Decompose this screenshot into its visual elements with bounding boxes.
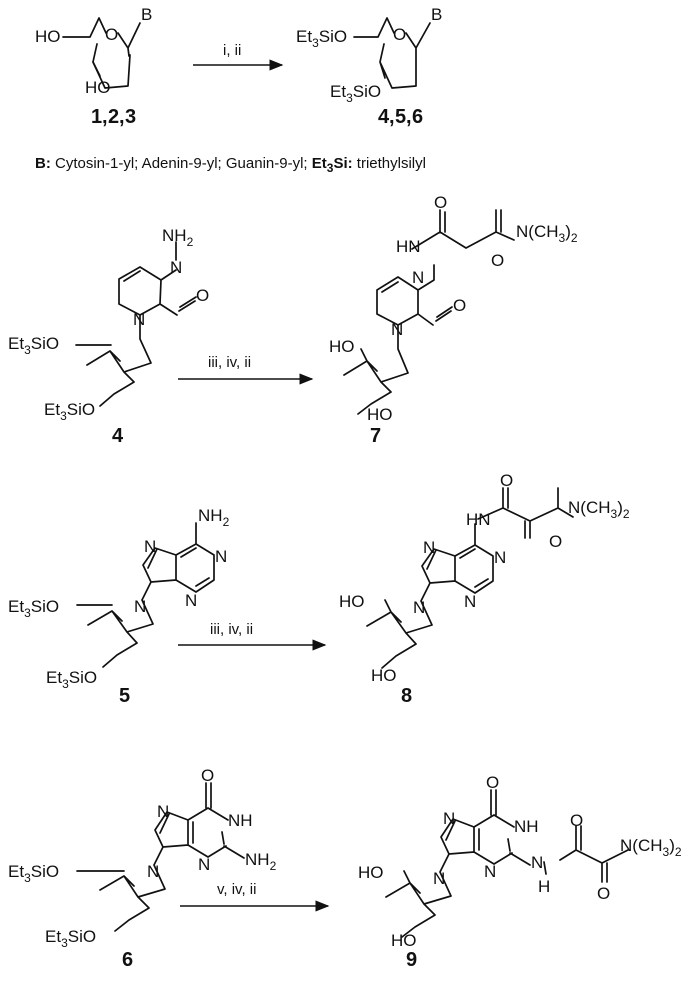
svg-text:N: N	[198, 855, 210, 874]
compound-number-8: 8	[401, 685, 412, 707]
svg-text:NH2: NH2	[245, 850, 277, 873]
svg-text:O: O	[491, 251, 504, 270]
tes-ether-3-label: Et3SiO	[46, 668, 97, 691]
compound-number-5: 5	[119, 685, 130, 707]
svg-text:,: ,	[102, 106, 108, 128]
starting-material-5: NH2 N N N N Et3SiO Et3SiO 5	[8, 506, 230, 707]
svg-text:O: O	[570, 811, 583, 830]
svg-text:NH: NH	[514, 817, 539, 836]
svg-text:NH2: NH2	[162, 226, 194, 249]
svg-text:N: N	[494, 548, 506, 567]
svg-text:N: N	[484, 862, 496, 881]
svg-text:HN: HN	[466, 510, 491, 529]
svg-text:O: O	[597, 884, 610, 903]
dimethylamino-label: N(CH3)2	[568, 498, 630, 521]
tes-ether-3-label: Et3SiO	[330, 82, 381, 105]
svg-text:N: N	[157, 802, 169, 821]
tes-ether-3-label: Et3SiO	[44, 400, 95, 423]
svg-text:N: N	[412, 268, 424, 287]
starting-material-4: NH2 N N O Et3SiO Et3SiO 4	[8, 226, 209, 447]
svg-text:,: ,	[406, 106, 412, 128]
ring-oxygen-label: O	[105, 25, 118, 44]
hydroxyl-3-label: HO	[371, 666, 397, 685]
svg-text:HN: HN	[396, 237, 421, 256]
dimethylamino-label: N(CH3)2	[620, 836, 682, 859]
svg-text:O: O	[201, 766, 214, 785]
svg-text:N: N	[423, 538, 435, 557]
svg-text:NH2: NH2	[198, 506, 230, 529]
step1-conditions: i, ii	[223, 42, 241, 59]
svg-text:N: N	[413, 598, 425, 617]
svg-text:,: ,	[119, 106, 125, 128]
svg-text:O: O	[393, 25, 406, 44]
compound-number-2: 2	[108, 106, 119, 128]
svg-text:N: N	[531, 853, 543, 872]
hydroxyl-5-label: HO	[358, 863, 384, 882]
tes-ether-5-label: Et3SiO	[296, 27, 347, 50]
compound-number-1: 1	[91, 106, 102, 128]
svg-text:N: N	[133, 310, 145, 329]
svg-text:N: N	[170, 258, 182, 277]
base-b-label: B	[141, 5, 152, 24]
conditions-to-8: iii, iv, ii	[210, 621, 253, 638]
compound-number-3: 3	[125, 106, 136, 128]
tes-ether-5-label: Et3SiO	[8, 862, 59, 885]
compound-number-6: 6	[412, 106, 423, 128]
conditions-to-9: v, iv, ii	[217, 881, 256, 898]
legend-line: B: Cytosin-1-yl; Adenin-9-yl; Guanin-9-y…	[35, 155, 426, 175]
tes-ether-5-label: Et3SiO	[8, 597, 59, 620]
svg-text:N: N	[144, 537, 156, 556]
guanine-row: O NH NH2 N N N Et3SiO Et3SiO 6 v, iv, ii…	[8, 766, 682, 971]
compound-number-7: 7	[370, 425, 381, 447]
compound-number-6: 6	[122, 949, 133, 971]
product-9: O NH N H O O N(CH3)2 N N N HO HO 9	[358, 773, 682, 971]
svg-text:,: ,	[389, 106, 395, 128]
compound-number-9: 9	[406, 949, 417, 971]
svg-text:N: N	[464, 592, 476, 611]
compound-number-4: 4	[378, 106, 390, 128]
arrow-to-9: v, iv, ii	[180, 881, 330, 912]
arrow-to-8: iii, iv, ii	[178, 621, 327, 651]
product-7: HN O O N(CH3)2 N N O HO HO 7	[329, 193, 578, 447]
svg-text:O: O	[486, 773, 499, 792]
adenine-row: NH2 N N N N Et3SiO Et3SiO 5 iii, iv, ii …	[8, 471, 630, 707]
svg-text:O: O	[453, 296, 466, 315]
svg-text:N: N	[433, 869, 445, 888]
arrow-to-7: iii, iv, ii	[178, 354, 314, 385]
hydroxyl-3-label: HO	[85, 78, 111, 97]
svg-text:O: O	[549, 532, 562, 551]
svg-text:O: O	[500, 471, 513, 490]
svg-text:H: H	[538, 877, 550, 896]
hydroxyl-3-label: HO	[367, 405, 393, 424]
svg-text:N: N	[391, 320, 403, 339]
conditions-to-7: iii, iv, ii	[208, 354, 251, 371]
svg-text:N: N	[185, 591, 197, 610]
cytosine-row: NH2 N N O Et3SiO Et3SiO 4 iii, iv, ii HN…	[8, 193, 578, 447]
svg-text:N: N	[134, 597, 146, 616]
step1-arrow: i, ii	[193, 42, 284, 71]
tes-ether-5-label: Et3SiO	[8, 334, 59, 357]
tes-ether-3-label: Et3SiO	[45, 927, 96, 950]
hydroxyl-3-label: HO	[391, 931, 417, 950]
svg-text:N: N	[443, 809, 455, 828]
svg-text:NH: NH	[228, 811, 253, 830]
base-b-label: B	[431, 5, 442, 24]
svg-text:O: O	[434, 193, 447, 212]
hydroxyl-5-label: HO	[339, 592, 365, 611]
hydroxyl-5-label: HO	[35, 27, 61, 46]
hydroxyl-5-label: HO	[329, 337, 355, 356]
svg-text:N: N	[215, 547, 227, 566]
step1-silylated-product: Et3SiO Et3SiO O B 4 , 5 , 6	[296, 5, 442, 128]
step1-starting-nucleoside: HO HO O B 1 , 2 , 3	[35, 5, 152, 128]
starting-material-6: O NH NH2 N N N Et3SiO Et3SiO 6	[8, 766, 277, 971]
compound-number-4: 4	[112, 425, 124, 447]
svg-text:O: O	[196, 286, 209, 305]
dimethylamino-label: N(CH3)2	[516, 222, 578, 245]
product-8: HN O O N(CH3)2 N N N N HO HO 8	[339, 471, 630, 707]
svg-text:N: N	[147, 862, 159, 881]
compound-number-5: 5	[395, 106, 406, 128]
